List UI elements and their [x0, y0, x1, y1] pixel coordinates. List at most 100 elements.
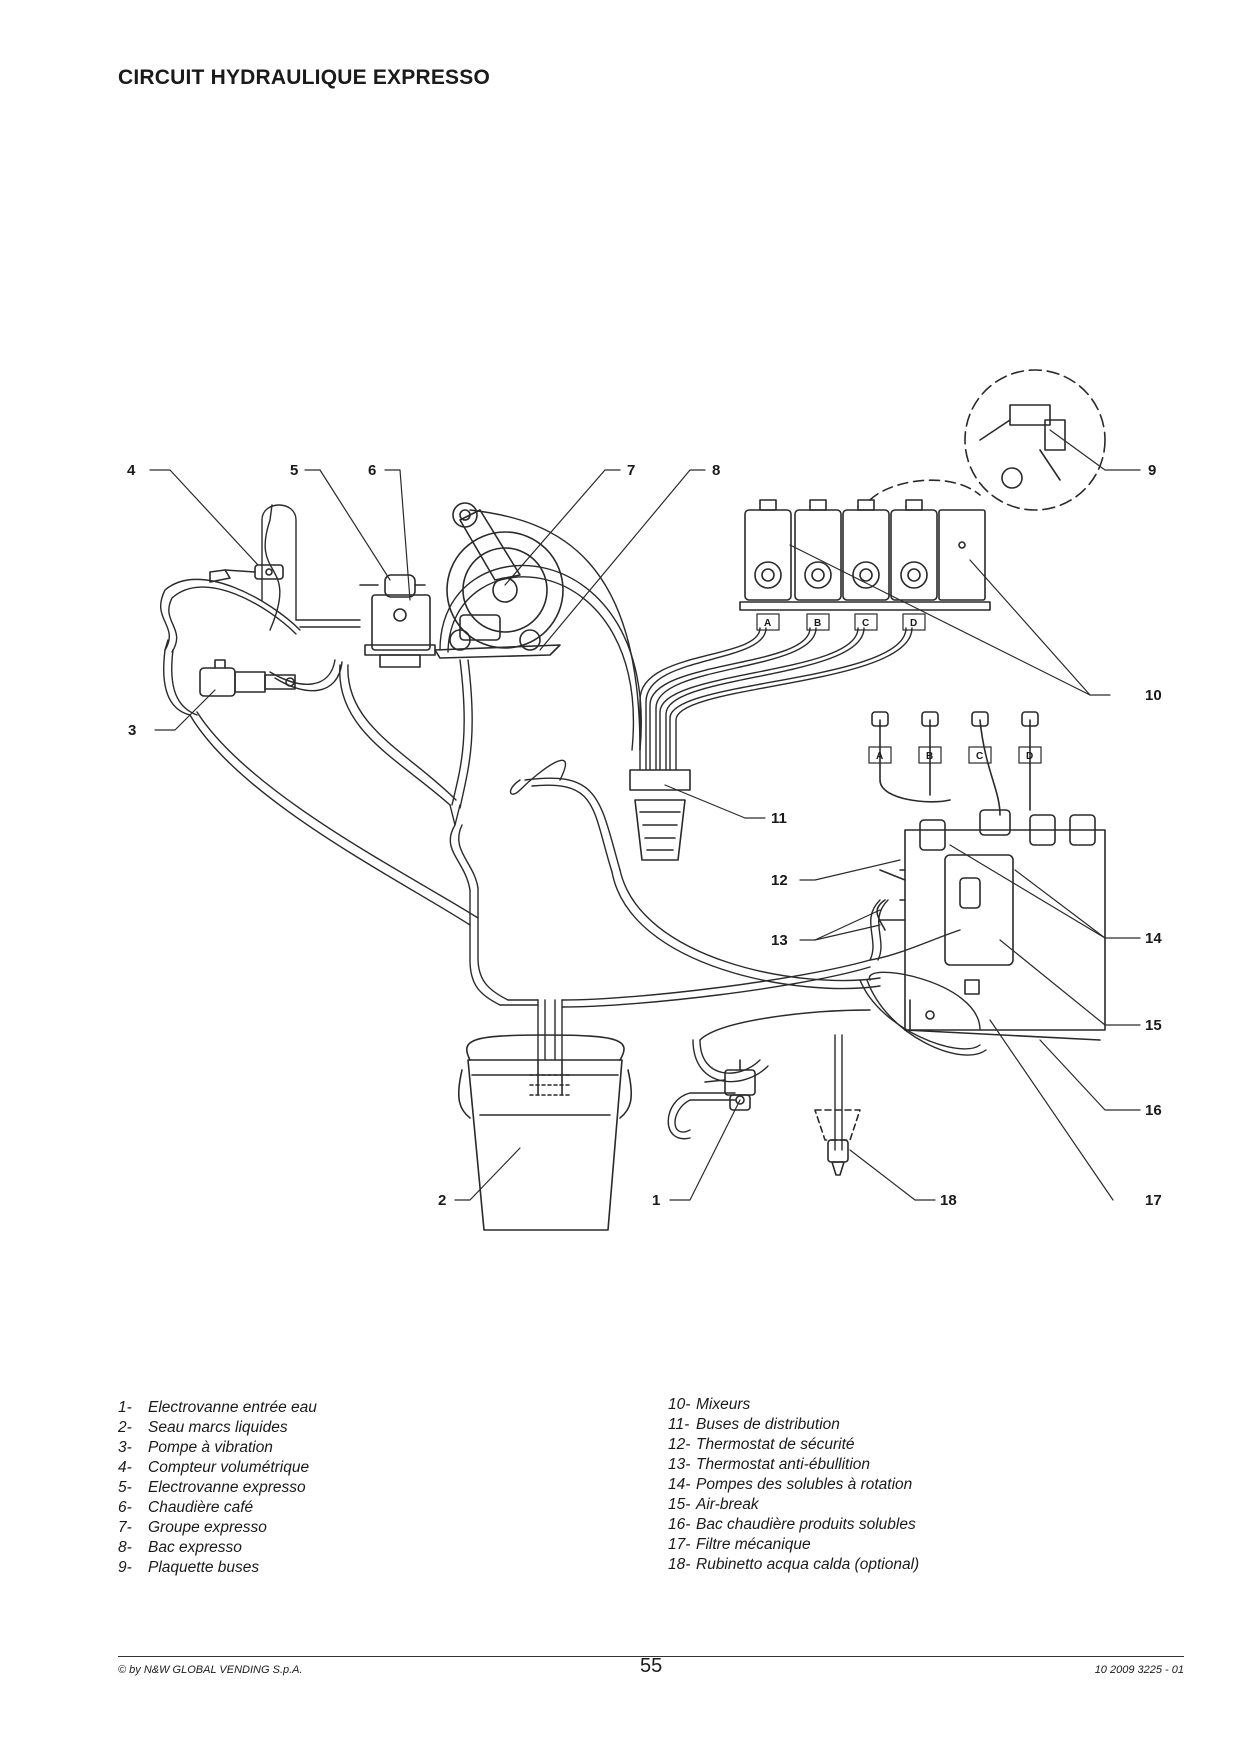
mixer-tag-d: D — [910, 618, 917, 629]
legend-item: 18- Rubinetto acqua calda (optional) — [668, 1555, 919, 1575]
callout-11: 11 — [771, 810, 787, 827]
espresso-group-component — [446, 502, 564, 651]
water-inlet-valve-component — [704, 1059, 756, 1111]
legend-number: 13- — [668, 1456, 691, 1473]
legend-number: 2- — [118, 1419, 132, 1436]
legend-label: Compteur volumétrique — [148, 1459, 310, 1476]
hot-water-tap-component — [814, 1109, 861, 1176]
legend-label: Pompes des solubles à rotation — [696, 1476, 913, 1493]
legend-label: Groupe expresso — [148, 1519, 267, 1536]
nozzle-tag-c: C — [976, 751, 983, 762]
nozzle-tag-b: B — [926, 751, 933, 762]
callout-4: 4 — [127, 462, 136, 479]
legend-number: 16- — [668, 1516, 691, 1533]
legend-label: Electrovanne entrée eau — [148, 1399, 317, 1416]
document-reference: 10 2009 3225 - 01 — [1094, 1664, 1184, 1676]
legend-label: Thermostat de sécurité — [696, 1436, 855, 1453]
legend-number: 6- — [118, 1499, 132, 1516]
legend-label: Bac chaudière produits solubles — [696, 1516, 916, 1533]
vibration-pump-component — [199, 659, 296, 697]
legend-item: 9- Plaquette buses — [118, 1558, 317, 1578]
legend-item: 14- Pompes des solubles à rotation — [668, 1475, 919, 1495]
callout-17: 17 — [1145, 1192, 1162, 1209]
callout-9: 9 — [1148, 462, 1156, 479]
mixer-tag-b: B — [814, 618, 821, 629]
legend-item: 8- Bac expresso — [118, 1538, 317, 1558]
legend-label: Chaudière café — [148, 1499, 254, 1516]
flowmeter-component — [209, 564, 284, 583]
callout-16: 16 — [1145, 1102, 1162, 1119]
legend-item: 11- Buses de distribution — [668, 1415, 919, 1435]
legend-label: Filtre mécanique — [696, 1536, 811, 1553]
legend-item: 4- Compteur volumétrique — [118, 1458, 317, 1478]
legend-label: Bac expresso — [148, 1539, 242, 1556]
legend-number: 12- — [668, 1436, 691, 1453]
nozzle-plate-component — [964, 369, 1106, 511]
callout-15: 15 — [1145, 1017, 1162, 1034]
legend-number: 18- — [668, 1556, 691, 1573]
legend-number: 11- — [668, 1416, 690, 1433]
legend-number: 10- — [668, 1396, 691, 1413]
callout-6: 6 — [368, 462, 376, 479]
callout-5: 5 — [290, 462, 298, 479]
expresso-boiler-component — [359, 574, 436, 668]
legend-label: Pompe à vibration — [148, 1439, 273, 1456]
legend-label: Seau marcs liquides — [148, 1419, 288, 1436]
legend-number: 5- — [118, 1479, 132, 1496]
footer-divider — [118, 1656, 1184, 1657]
legend-number: 4- — [118, 1459, 132, 1476]
callout-3: 3 — [128, 722, 136, 739]
nozzle-tag-d: D — [1026, 751, 1033, 762]
legend-number: 1- — [118, 1399, 132, 1416]
legend-number: 8- — [118, 1539, 132, 1556]
callout-numbers: 4 5 6 7 8 9 3 10 11 12 13 14 15 16 17 18… — [127, 462, 1162, 1209]
legend-number: 17- — [668, 1536, 691, 1553]
callout-7: 7 — [627, 462, 635, 479]
callout-14: 14 — [1145, 930, 1162, 947]
callout-leaders — [149, 429, 1141, 1201]
footer-copyright: © by N&W GLOBAL VENDING S.p.A. — [118, 1664, 303, 1676]
legend-item: 2- Seau marcs liquides — [118, 1418, 317, 1438]
legend-item: 3- Pompe à vibration — [118, 1438, 317, 1458]
legend-item: 16- Bac chaudière produits solubles — [668, 1515, 919, 1535]
legend-label: Air-break — [696, 1496, 759, 1513]
page-title: CIRCUIT HYDRAULIQUE EXPRESSO — [118, 66, 490, 89]
legend-label: Mixeurs — [696, 1396, 751, 1413]
callout-18: 18 — [940, 1192, 957, 1209]
mixer-tags: A B C D A B C D — [756, 613, 1042, 764]
legend-item: 13- Thermostat anti-ébullition — [668, 1455, 919, 1475]
legend-label: Electrovanne expresso — [148, 1479, 306, 1496]
legend-item: 6- Chaudière café — [118, 1498, 317, 1518]
legend-number: 7- — [118, 1519, 132, 1536]
waste-bucket-component — [458, 1034, 632, 1231]
nozzle-tag-a: A — [876, 751, 883, 762]
legend-number: 14- — [668, 1476, 691, 1493]
legend-number: 15- — [668, 1496, 691, 1513]
callout-12: 12 — [771, 872, 788, 889]
page-number: 55 — [640, 1655, 663, 1677]
mixer-tag-a: A — [764, 618, 771, 629]
legend-label: Buses de distribution — [696, 1416, 840, 1433]
legend-item: 1- Electrovanne entrée eau — [118, 1398, 317, 1418]
soluble-outlets-component — [871, 711, 1039, 816]
legend-label: Rubinetto acqua calda (optional) — [696, 1556, 920, 1573]
legend-number: 9- — [118, 1559, 132, 1576]
distribution-nozzles-component — [629, 769, 691, 861]
legend-item: 5- Electrovanne expresso — [118, 1478, 317, 1498]
legend-item: 15- Air-break — [668, 1495, 919, 1515]
callout-2: 2 — [438, 1192, 446, 1209]
expresso-tray-component — [434, 644, 561, 659]
legend-label: Plaquette buses — [148, 1559, 260, 1576]
soluble-boiler-component — [876, 809, 1106, 1041]
tubing — [159, 504, 987, 1151]
mixers-component — [739, 479, 991, 611]
legend-left: 1- Electrovanne entrée eau 2- Seau marcs l… — [118, 1398, 317, 1578]
legend-item: 10- Mixeurs — [668, 1395, 919, 1415]
mixer-tag-c: C — [862, 618, 869, 629]
callout-13: 13 — [771, 932, 788, 949]
legend-label: Thermostat anti-ébullition — [696, 1456, 871, 1473]
callout-1: 1 — [652, 1192, 660, 1209]
legend-number: 3- — [118, 1439, 132, 1456]
